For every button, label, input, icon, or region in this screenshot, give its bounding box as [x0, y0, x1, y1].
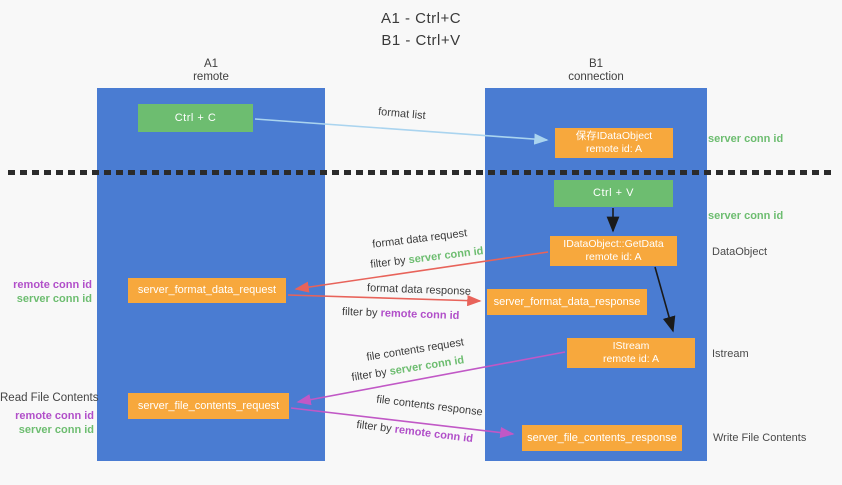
filter-by-text: filter by	[355, 418, 393, 436]
node-server-format-data-request: server_format_data_request	[128, 278, 286, 303]
node-server-file-contents-request: server_file_contents_request	[128, 393, 289, 419]
format-response-label: server_format_data_response	[493, 295, 641, 308]
label-server-conn-id: server conn id	[16, 293, 92, 305]
label-remote-conn-id: remote conn id	[13, 279, 92, 291]
node-save-dataobject: 保存IDataObject remote id: A	[555, 128, 673, 158]
label-file-contents-response: file contents response	[375, 393, 484, 419]
column-header-b1: B1 connection	[485, 58, 707, 84]
remote-conn-id-text: remote conn id	[393, 423, 474, 446]
title-line-1: A1 - Ctrl+C	[380, 10, 462, 27]
label-server-conn-id-top: server conn id	[708, 133, 784, 145]
label-remote-conn-id: remote conn id	[15, 410, 94, 422]
node-ctrl-v: Ctrl + V	[554, 180, 673, 207]
save-dataobject-line2: remote id: A	[585, 143, 643, 155]
getdata-line2: remote id: A	[585, 251, 642, 263]
file-conn-id-labels: Read File Contents remote conn id server…	[0, 391, 99, 437]
server-conn-id-text: server conn id	[407, 245, 485, 267]
column-header-a1: A1 remote	[97, 58, 325, 84]
format-request-label: server_format_data_request	[137, 284, 277, 296]
label-server-conn-id: server conn id	[18, 424, 94, 436]
format-conn-id-labels: remote conn id server conn id	[0, 278, 92, 306]
save-dataobject-line1: 保存IDataObject	[575, 130, 653, 142]
label-istream: Istream	[712, 348, 749, 360]
filter-by-text: filter by	[341, 305, 378, 320]
column-b1-name: B1	[588, 58, 604, 70]
node-idataobject-getdata: IDataObject::GetData remote id: A	[550, 236, 677, 266]
label-dataobject: DataObject	[712, 246, 768, 258]
istream-line2: remote id: A	[602, 353, 660, 365]
label-format-data-request: format data request	[371, 227, 468, 251]
label-format-list: format list	[377, 105, 427, 123]
file-request-label: server_file_contents_request	[137, 399, 280, 412]
session-divider-dotted-line	[8, 170, 836, 175]
istream-line1: IStream	[612, 340, 650, 352]
label-file-contents-response-filter: filter by remote conn id	[356, 419, 474, 445]
node-server-file-contents-response: server_file_contents_response	[522, 425, 682, 451]
column-a1-name: A1	[203, 58, 219, 70]
diagram-title: A1 - Ctrl+C B1 - Ctrl+V	[0, 8, 842, 52]
label-write-file-contents: Write File Contents	[713, 432, 807, 444]
column-a1-subtitle: remote	[193, 71, 229, 83]
filter-by-text: filter by	[350, 366, 388, 384]
node-istream: IStream remote id: A	[567, 338, 695, 368]
label-read-file-contents: Read File Contents	[0, 392, 99, 404]
node-server-format-data-response: server_format_data_response	[487, 289, 647, 315]
label-server-conn-id-mid: server conn id	[708, 210, 784, 222]
ctrl-c-label: Ctrl + C	[174, 111, 217, 124]
file-response-label: server_file_contents_response	[527, 431, 677, 444]
column-b1-subtitle: connection	[568, 71, 624, 83]
node-ctrl-c: Ctrl + C	[138, 104, 253, 132]
ctrl-v-label: Ctrl + V	[593, 187, 634, 199]
title-line-2: B1 - Ctrl+V	[381, 32, 461, 49]
label-format-data-response-filter: filter by remote conn id	[342, 306, 460, 322]
remote-conn-id-text: remote conn id	[380, 307, 460, 323]
filter-by-text: filter by	[369, 254, 407, 271]
label-format-data-response: format data response	[366, 282, 472, 298]
getdata-line1: IDataObject::GetData	[563, 238, 664, 250]
